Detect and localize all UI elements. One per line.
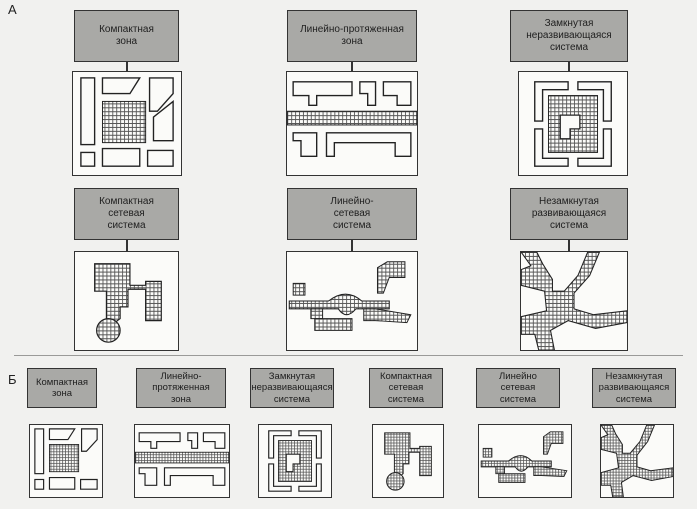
label-small-closed-system: Замкнутая неразвивающаяся система [250,368,334,408]
diagram-open-system [520,251,628,351]
diagram-linear-zone [286,71,418,176]
diagram-small-compact-zone [29,424,103,498]
label-small-compact-zone: Компактная зона [27,368,97,408]
label-linear-network: Линейно- сетевая система [287,188,417,240]
label-small-linear-zone: Линейно- протяженная зона [136,368,226,408]
section-label-a: А [8,2,17,17]
section-divider [14,355,683,356]
label-open-system: Незамкнутая развивающаяся система [510,188,628,240]
section-label-b: Б [8,372,17,387]
diagram-compact-network [74,251,179,351]
diagram-small-closed-system [258,424,332,498]
diagram-small-linear-zone [134,424,230,498]
diagram-small-compact-network [372,424,444,498]
diagram-small-open-system [600,424,674,498]
label-small-linear-network: Линейно сетевая система [476,368,560,408]
label-compact-network: Компактная сетевая система [74,188,179,240]
connector [126,62,128,71]
label-small-open-system: Незамкнутая развивающаяся система [592,368,676,408]
diagram-linear-network [286,251,418,351]
diagram-compact-zone [72,71,182,176]
connector [568,240,570,251]
connector [351,240,353,251]
diagram-small-linear-network [478,424,572,498]
label-compact-zone: Компактная зона [74,10,179,62]
connector [351,62,353,71]
label-small-compact-network: Компактная сетевая система [369,368,443,408]
label-closed-system: Замкнутая неразвивающаяся система [510,10,628,62]
connector [568,62,570,71]
diagram-closed-system [518,71,628,176]
label-linear-zone: Линейно-протяженная зона [287,10,417,62]
connector [126,240,128,251]
